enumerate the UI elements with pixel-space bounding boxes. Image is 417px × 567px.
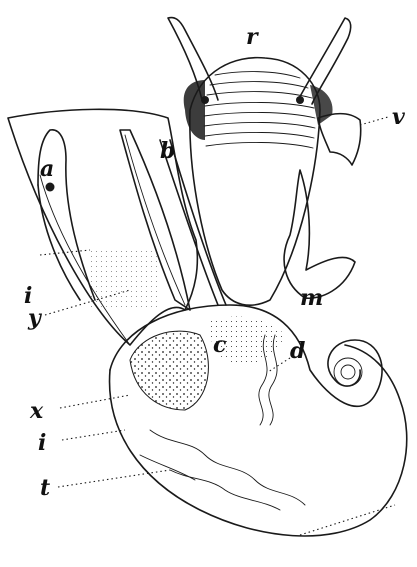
osphradium [160,140,218,305]
label-i-lower: i [38,430,46,456]
label-a: a [40,156,54,182]
mantle-m [284,170,355,298]
eye-right [296,96,304,104]
label-x: x [29,398,44,424]
label-d: d [290,338,305,364]
label-c: c [213,332,227,358]
eye-spot [46,183,55,192]
label-y: y [27,305,43,331]
label-b: b [160,138,175,164]
label-v: v [392,104,405,130]
label-r: r [246,24,259,50]
visceral-spiral [110,305,407,536]
label-t: t [40,475,50,501]
foot-lobe-v [318,114,361,165]
label-m: m [300,285,323,311]
